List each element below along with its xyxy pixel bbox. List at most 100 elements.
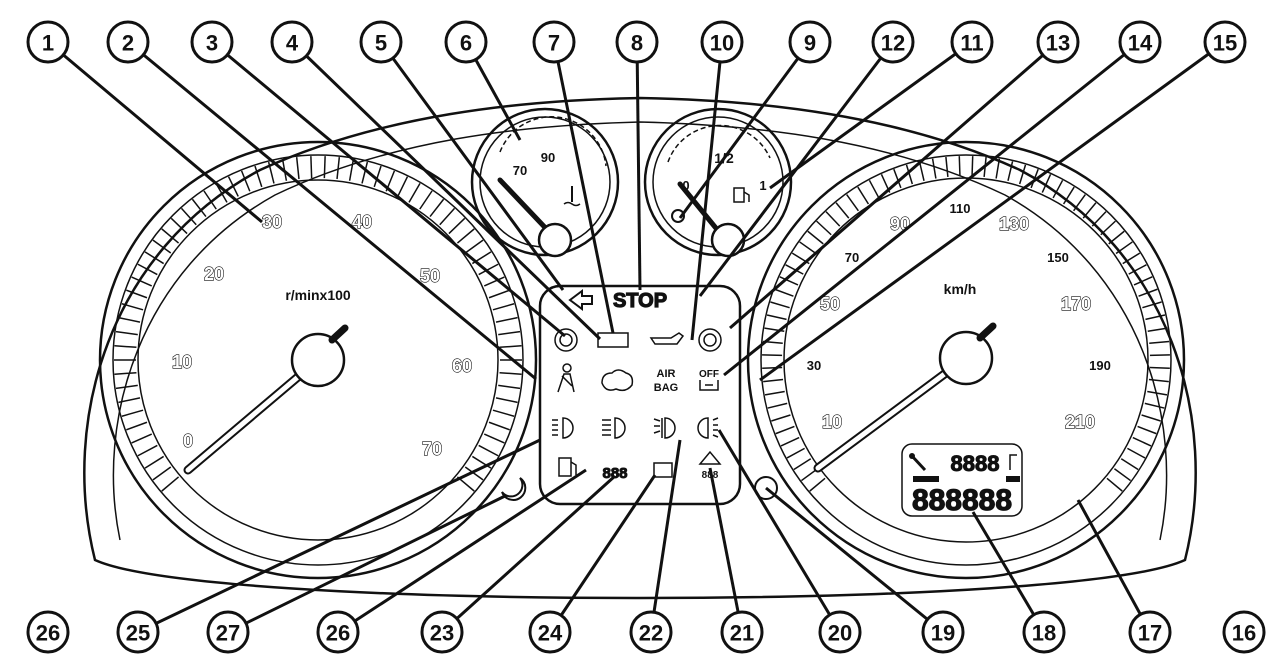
tachometer-needle-hub [290,332,346,388]
brake-system-icon [554,328,578,352]
callout-number: 21 [730,621,754,646]
scale-tick [799,241,817,255]
leader-line [1076,499,1152,633]
callout-25: 25 [116,610,160,654]
scale-tick [1141,414,1161,422]
scale-tick [492,409,515,417]
scale-tick [1128,264,1147,275]
callout-10: 10 [700,20,744,64]
scale-tick [495,316,518,323]
scale-tick [456,228,475,244]
scale-tick [126,289,148,299]
leader-line [379,41,565,291]
scale-tick [1138,288,1158,297]
scale-tick [809,477,826,492]
leader-line [548,474,657,633]
scale-tick [1147,327,1168,333]
leader-line [635,41,642,291]
scale-tick [488,289,510,299]
callout-number: 24 [538,621,563,646]
scale-tick [310,156,313,179]
scale-tick [1149,340,1170,345]
speedometer-scale-label: 50 [820,294,840,314]
callout-26: 26 [26,610,70,654]
leader-line [552,41,615,334]
low-fuel-lamp [671,209,685,223]
callout-number: 19 [931,621,955,646]
scale-tick [945,156,949,177]
leader-line [649,439,682,633]
scale-tick [793,458,812,471]
scale-tick [227,176,239,197]
callout-number: 17 [1138,621,1162,646]
scale-tick [240,170,251,192]
scale-tick [1148,378,1169,383]
scale-tick [835,202,850,219]
scale-tick [1120,458,1139,471]
callout-number: 15 [1213,31,1237,56]
scale-tick [931,158,937,179]
leader-line [759,40,1226,382]
callout-number: 22 [639,621,663,646]
scale-tick [118,316,141,323]
scale-tick [1007,161,1014,182]
scale-tick [1041,174,1052,193]
temperature-needle-hub [537,222,573,258]
scale-tick [126,421,148,431]
callout-12: 12 [871,20,915,64]
speedometer-scale-label: 10 [822,412,842,432]
leader-line [690,41,724,341]
scale-tick [893,168,902,189]
scale-tick [771,414,791,422]
fuel-pump-icon [733,187,750,203]
illumination-crescent-icon [501,477,527,501]
scale-tick [448,217,466,235]
front-fog-light-icon [653,417,676,439]
scale-tick [121,303,144,311]
tachometer-scale-label: 0 [183,431,193,451]
speedometer-needle-hub [938,330,994,386]
fuel-gauge: 0 1/2 1 [643,107,793,258]
speedometer-scale-label: 70 [845,250,859,265]
callout-number: 25 [126,621,150,646]
scale-tick [144,251,165,265]
scale-tick [114,345,137,349]
callout-11: 11 [950,20,994,64]
scale-tick [137,444,158,457]
scale-tick [1062,186,1075,205]
scale-tick [1133,276,1153,286]
hazard-triangle-icon [698,450,722,465]
tachometer-scale-label: 40 [352,212,372,232]
leader-line [971,511,1046,633]
scale-tick [131,276,153,287]
scale-tick [1100,220,1116,236]
callout-number: 14 [1128,31,1153,56]
scale-tick [1122,252,1141,265]
callout-15: 15 [1203,20,1247,64]
passenger-airbag-off-icon [699,380,719,391]
tachometer-scale-label: 10 [172,352,192,372]
leader-line [440,474,617,634]
scale-tick [764,390,785,396]
scale-tick [971,156,974,177]
speedometer-scale-label: 210 [1065,412,1095,432]
scale-tick [1052,179,1064,199]
passenger-airbag-off-label: OFF [699,369,719,380]
callout-9: 9 [788,20,832,64]
callout-number: 2 [122,31,134,56]
scale-tick [397,176,409,197]
scale-tick [1147,390,1168,396]
tachometer-scale-label: 20 [204,264,224,284]
callout-19: 19 [921,610,965,654]
speedometer-scale-label: 170 [1061,294,1091,314]
speedometer-scale-label: 90 [890,214,910,234]
fuel-needle-hub [710,222,746,258]
callout-14: 14 [1118,20,1162,64]
callout-22: 22 [629,610,673,654]
scale-tick [191,198,207,218]
scale-tick [1082,202,1097,219]
scale-tick [203,190,217,210]
